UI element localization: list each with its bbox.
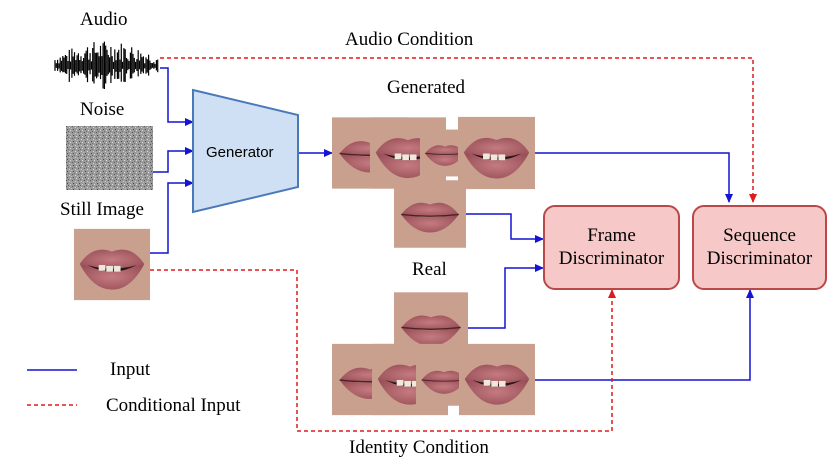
generator-trapezoid — [192, 88, 299, 214]
frame-discriminator-line1: Frame — [587, 224, 636, 246]
connections — [150, 57, 757, 432]
real-frame — [459, 343, 535, 416]
audio-condition-arrow — [160, 57, 757, 203]
generated-sequence — [332, 116, 535, 249]
audio-condition-label: Audio Condition — [345, 29, 474, 50]
real-label: Real — [412, 259, 447, 280]
still-image-to-generator-arrow — [150, 179, 194, 254]
frame-discriminator-label: Frame Discriminator — [544, 206, 679, 289]
generated-frame — [458, 116, 535, 190]
noise-label: Noise — [80, 99, 125, 120]
legend-conditional-input-label: Conditional Input — [106, 395, 241, 416]
real-to-sequence-discriminator-arrow — [535, 289, 754, 381]
frame-discriminator-line2: Discriminator — [558, 247, 665, 269]
still-image-label: Still Image — [60, 199, 144, 220]
generated-frame-to-frame-discriminator-arrow — [466, 213, 544, 243]
generated-to-sequence-discriminator-arrow — [535, 152, 733, 203]
real-frame-to-frame-discriminator-arrow — [468, 264, 544, 329]
generated-label: Generated — [387, 77, 466, 98]
audio-to-generator-arrow — [160, 67, 194, 126]
sequence-discriminator-line1: Sequence — [723, 224, 796, 246]
generator-label: Generator — [206, 144, 274, 161]
legend-input-label: Input — [110, 359, 151, 380]
generated-single-frame — [394, 179, 466, 249]
audio-label: Audio — [80, 9, 128, 30]
sequence-discriminator-label: Sequence Discriminator — [693, 206, 826, 289]
audio-waveform — [54, 41, 159, 89]
sequence-discriminator-box — [692, 205, 827, 290]
identity-condition-label: Identity Condition — [349, 437, 489, 458]
sequence-discriminator-line2: Discriminator — [706, 247, 813, 269]
identity-condition-arrow — [150, 269, 616, 432]
still-image-mouth — [74, 228, 150, 301]
frame-discriminator-box — [543, 205, 680, 290]
noise-to-generator-arrow — [152, 147, 194, 173]
noise-image — [66, 126, 153, 190]
